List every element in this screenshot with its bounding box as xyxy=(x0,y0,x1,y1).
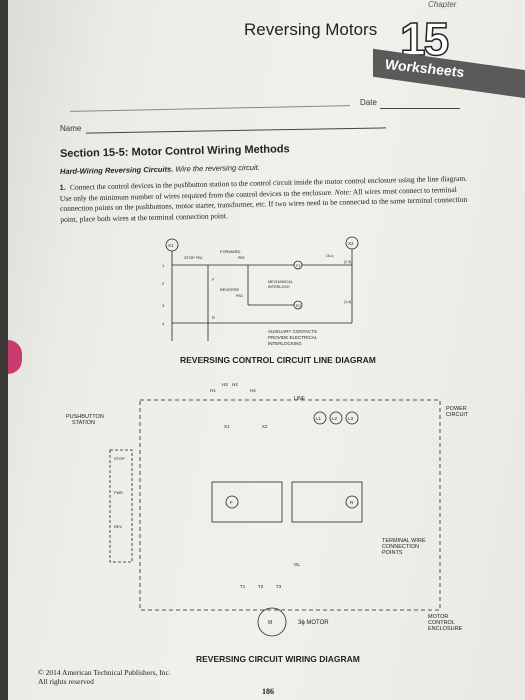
ld-x1: X1 xyxy=(168,243,174,248)
binder-tab xyxy=(8,340,22,374)
wd-power-1: POWER xyxy=(446,406,467,412)
wd-term-3: POINTS xyxy=(382,550,403,556)
ld-f: F xyxy=(212,277,215,282)
section-title: Section 15-5: Motor Control Wiring Metho… xyxy=(59,143,290,160)
ld-line3: 3 xyxy=(162,303,165,308)
reverse-contactor xyxy=(291,481,363,523)
ld-reverse: REVERSE xyxy=(220,287,239,292)
wd-pbs-2: STATION xyxy=(72,420,95,426)
f-coil xyxy=(293,260,303,270)
wd-encl-2: CONTROL xyxy=(428,620,455,626)
date-label: Date xyxy=(360,98,377,107)
wd-t1: T1 xyxy=(240,584,246,589)
name-label: Name xyxy=(60,124,82,133)
ld-mech-1: MECHANICAL xyxy=(268,280,293,284)
note-label: Note: xyxy=(334,186,352,197)
wd-encl-3: ENCLOSURE xyxy=(428,626,463,632)
line-diagram-caption: REVERSING CONTROL CIRCUIT LINE DIAGRAM xyxy=(180,355,376,365)
pushbutton-station-box xyxy=(109,449,133,563)
wd-ol: OL xyxy=(294,562,301,567)
ld-x2: X2 xyxy=(348,241,354,246)
wiring-diagram-caption: REVERSING CIRCUIT WIRING DIAGRAM xyxy=(196,654,360,664)
worksheet-page: Chapter Reversing Motors 15 Worksheets D… xyxy=(8,0,525,700)
copyright-line-1: © 2014 American Technical Publishers, In… xyxy=(38,668,171,677)
enclosure-box xyxy=(139,399,441,611)
name-field[interactable] xyxy=(86,127,386,134)
control-line-diagram: X1 X2 F1 R1 STOP PB1 FORWARD PB2 OLs (2,… xyxy=(162,236,359,346)
wd-stop: STOP xyxy=(114,456,125,461)
ld-line4: 4 xyxy=(162,321,165,326)
wd-line: LINE xyxy=(294,396,306,402)
l1-terminal xyxy=(313,411,327,425)
worksheets-banner-label: Worksheets xyxy=(385,55,465,81)
question-number: 1. xyxy=(59,182,66,193)
ld-stop: STOP xyxy=(184,255,195,260)
ld-line1: 1 xyxy=(162,263,165,268)
wd-t3: T3 xyxy=(276,584,282,589)
motor xyxy=(257,607,287,637)
date-field[interactable] xyxy=(380,108,460,109)
ld-forward: FORWARD xyxy=(220,249,241,254)
ld-mech-2: INTERLOCK xyxy=(268,285,290,289)
wd-l3: L3 xyxy=(348,416,354,421)
l2-terminal xyxy=(329,411,343,425)
ld-pb2: PB2 xyxy=(238,256,245,260)
wd-term-1: TERMINAL WIRE xyxy=(382,538,426,544)
subtitle-rest: Wire the reversing circuit. xyxy=(175,162,260,174)
page-number: 186 xyxy=(262,687,274,696)
ld-ref14: (1,4) xyxy=(344,300,351,304)
wd-x1: X1 xyxy=(224,424,230,429)
wd-encl-1: MOTOR xyxy=(428,614,448,620)
wd-l1: L1 xyxy=(316,416,322,421)
ld-aux-3: INTERLOCKING xyxy=(268,341,302,346)
wd-pbs-1: PUSHBUTTON xyxy=(66,414,104,420)
wd-m: M xyxy=(268,620,272,626)
chapter-label: Chapter xyxy=(428,0,457,9)
wd-h3: H3 xyxy=(222,382,228,387)
worksheets-banner: Worksheets xyxy=(373,48,525,100)
r-coil-wd xyxy=(345,495,359,509)
wd-h4: H4 xyxy=(250,388,256,393)
wd-x2: X2 xyxy=(262,424,268,429)
wd-term-2: CONNECTION xyxy=(382,544,419,550)
question-1: 1.Connect the control devices in the pus… xyxy=(60,173,481,225)
wd-rev: REV xyxy=(114,524,123,529)
page-title: Reversing Motors xyxy=(244,20,378,39)
divider xyxy=(70,105,350,112)
wd-t2: T2 xyxy=(258,584,264,589)
wd-motor-label: 3ϕ MOTOR xyxy=(298,620,329,626)
ld-pb1: PB1 xyxy=(196,256,203,260)
ld-pb3: PB3 xyxy=(236,294,243,298)
ld-aux-2: PROVIDE ELECTRICAL xyxy=(268,335,318,340)
r-coil xyxy=(293,300,303,310)
ld-aux-1: AUXILIARY CONTACTS xyxy=(268,329,317,334)
ld-ref23: (2,3) xyxy=(344,260,351,264)
copyright: © 2014 American Technical Publishers, In… xyxy=(38,668,171,686)
ld-ols: OLs xyxy=(326,253,333,258)
ld-r1: R1 xyxy=(296,303,302,308)
ld-r: R xyxy=(212,315,215,320)
wd-h1: H1 xyxy=(210,388,216,393)
wd-h2: H2 xyxy=(232,382,238,387)
f-coil-wd xyxy=(225,495,239,509)
l3-terminal xyxy=(345,411,359,425)
ld-line2: 2 xyxy=(162,281,165,286)
forward-contactor xyxy=(211,481,283,523)
wd-f: F xyxy=(230,500,233,505)
wiring-diagram: PUSHBUTTON STATION H1 H3 H2 H4 LINE L1 L… xyxy=(66,382,469,637)
subtitle-lead: Hard-Wiring Reversing Circuits. xyxy=(59,164,174,176)
copyright-line-2: All rights reserved xyxy=(38,677,94,686)
section-subtitle: Hard-Wiring Reversing Circuits. Wire the… xyxy=(60,163,260,176)
wd-r: R xyxy=(350,500,354,505)
wd-fwd: FWD xyxy=(114,490,123,495)
wd-power-2: CIRCUIT xyxy=(446,412,469,418)
ld-f1: F1 xyxy=(296,263,301,268)
wd-l2: L2 xyxy=(332,416,338,421)
